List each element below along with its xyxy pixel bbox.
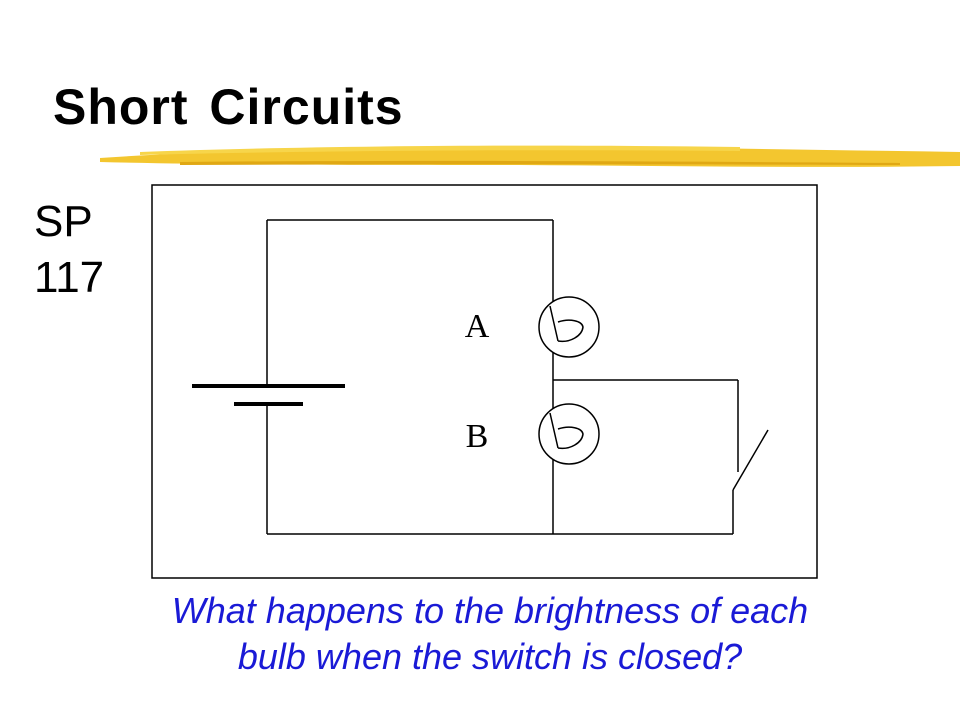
slide-number-line1: SP	[34, 197, 93, 246]
slide-number-line2: 117	[34, 253, 105, 302]
bulb-b-label: B	[466, 418, 489, 455]
switch-open	[732, 429, 769, 491]
bulb-b-symbol	[538, 403, 600, 465]
bulb-a-label: A	[465, 308, 490, 345]
battery-symbol	[192, 384, 345, 406]
question-line2: bulb when the switch is closed?	[237, 636, 743, 677]
question-line1: What happens to the brightness of each	[171, 590, 809, 631]
question-text: What happens to the brightness of each b…	[100, 588, 880, 680]
slide-number: SP 117	[34, 194, 104, 306]
diagram-frame	[151, 184, 818, 579]
slide-title: Short Circuits	[53, 79, 404, 135]
bulb-a-symbol	[538, 296, 600, 358]
circuit-wires	[266, 219, 739, 535]
